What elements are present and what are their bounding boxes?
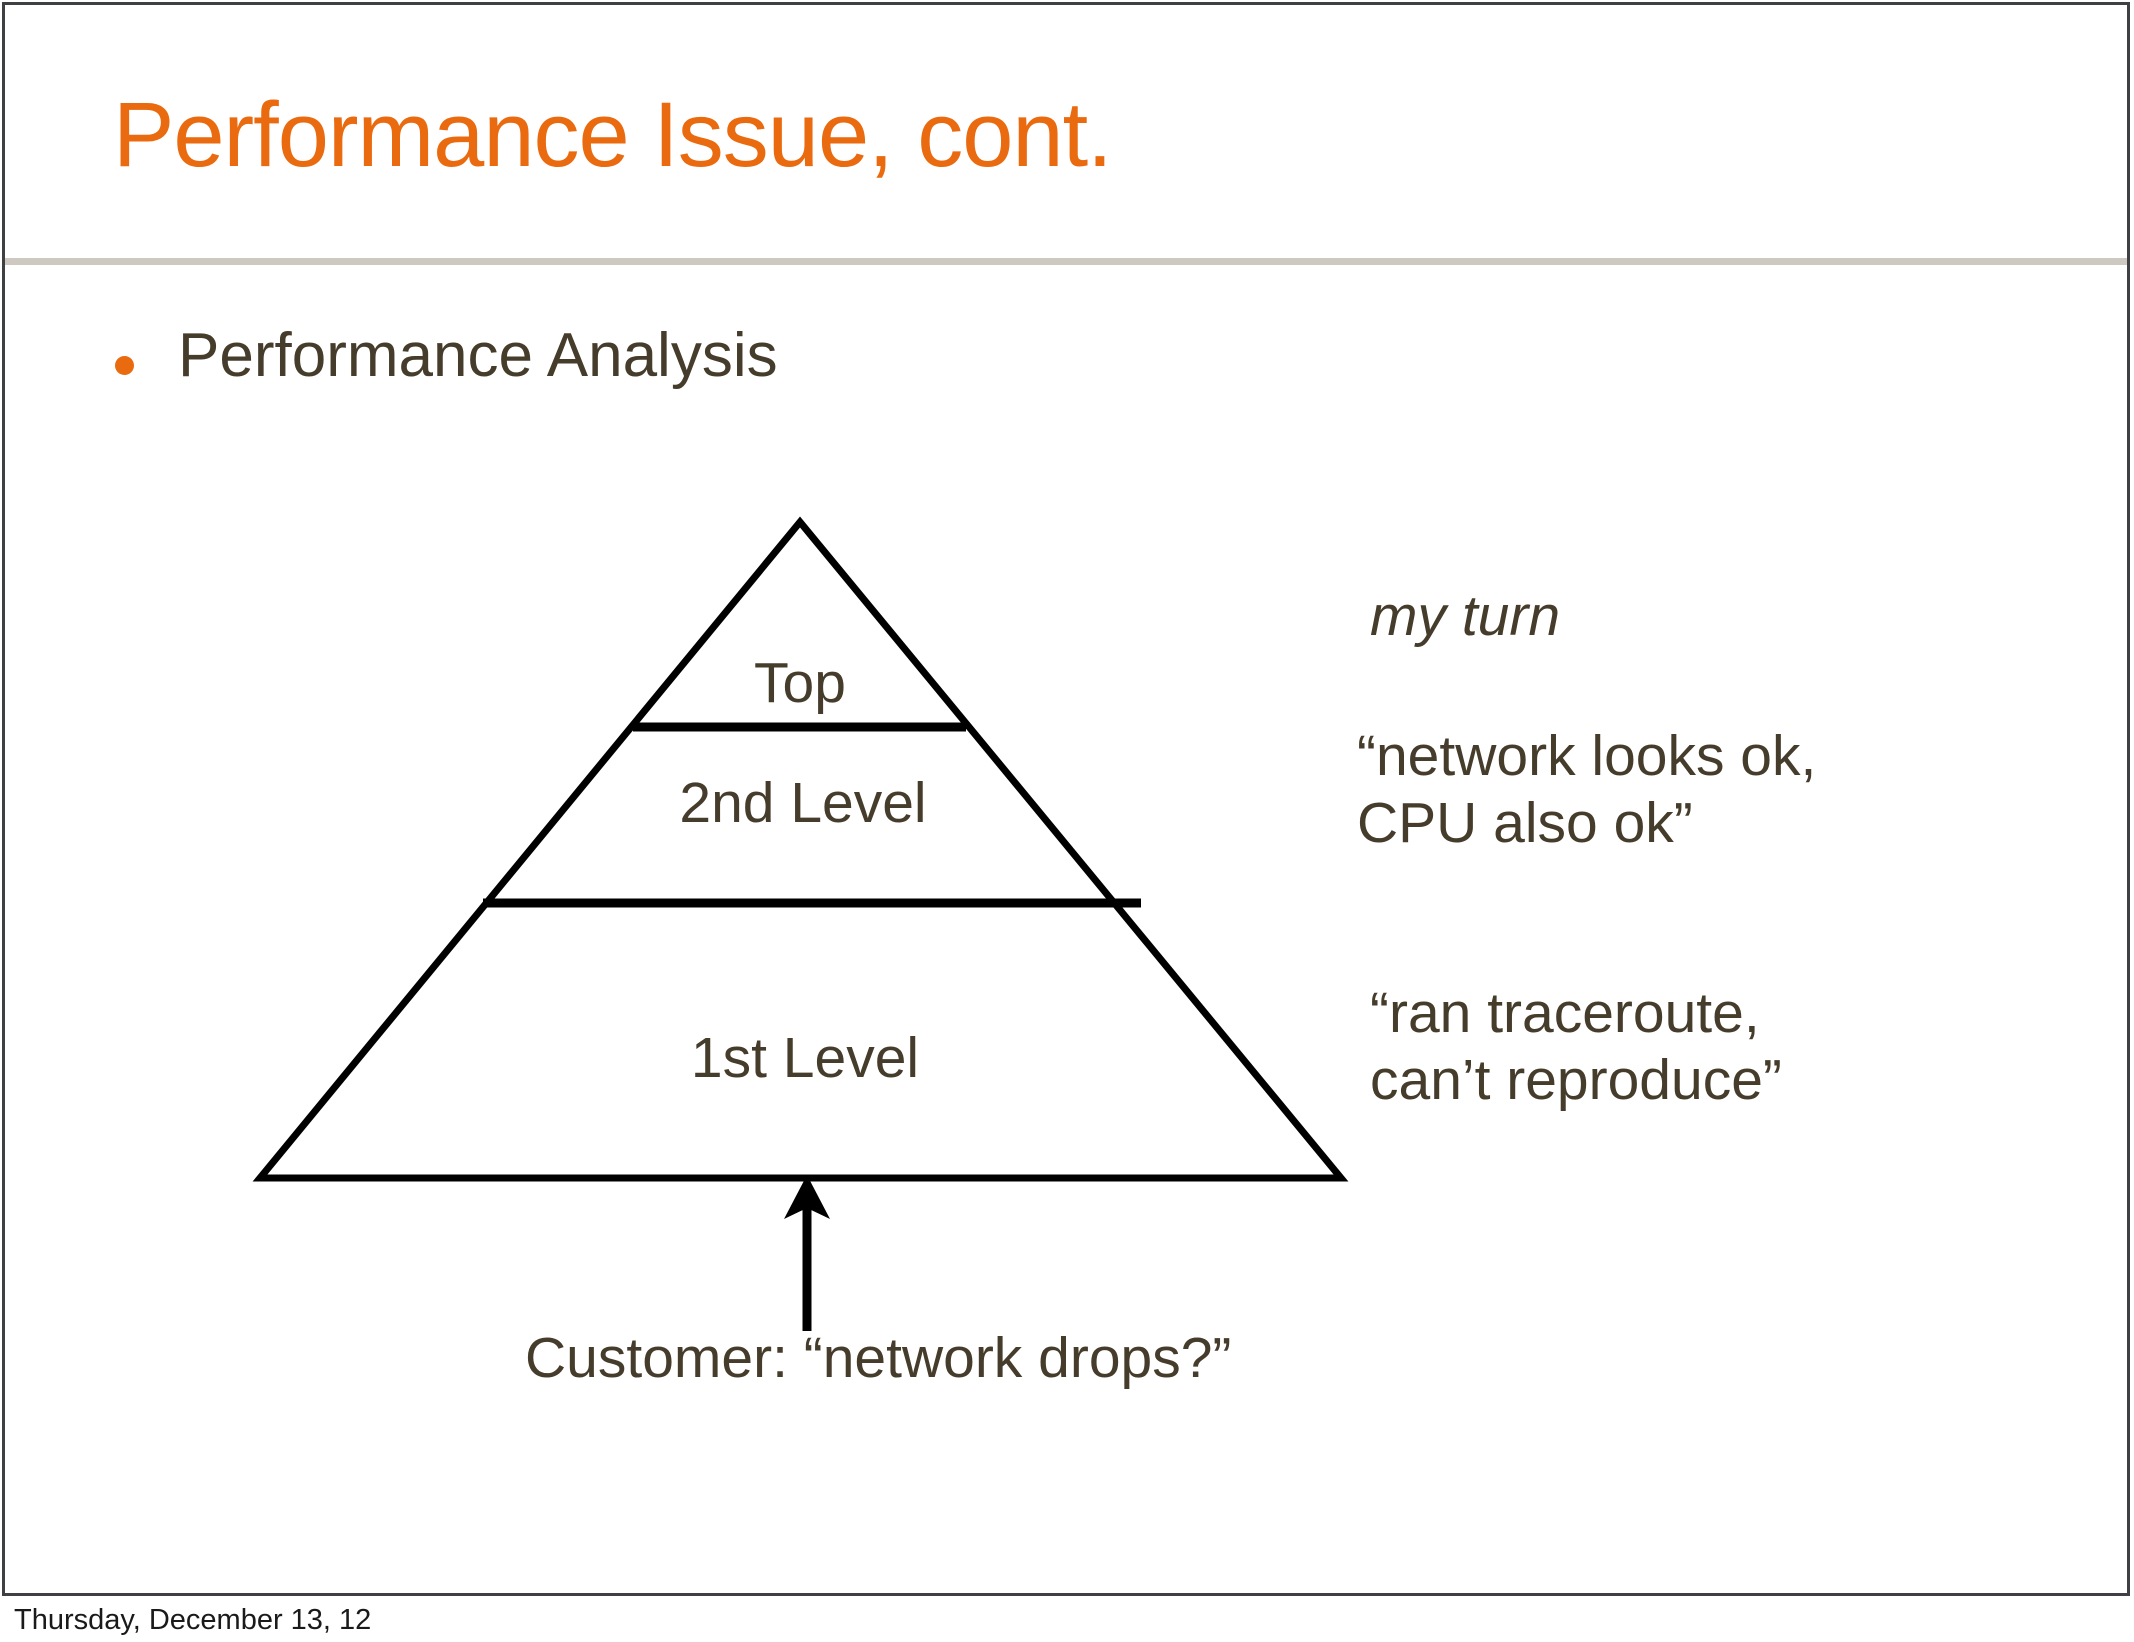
slide-title-band: Performance Issue, cont. [5,5,2127,257]
pyramid-diagram: Top 2nd Level 1st Level [235,500,1395,1220]
footer-date: Thursday, December 13, 12 [14,1604,372,1636]
title-divider-rule [5,258,2127,265]
bullet-dot-icon [115,356,134,375]
page-title: Performance Issue, cont. [113,84,1113,186]
pyramid-outline-shape [252,516,1349,1182]
pyramid-level-label-1st: 1st Level [690,1026,920,1090]
bullet-item-label: Performance Analysis [178,321,778,390]
annotation-second-level-quote: “network looks ok, CPU also ok” [1357,724,1817,856]
upward-arrow-icon [784,1175,830,1331]
annotation-first-level-quote: “ran traceroute, can’t reproduce” [1370,981,1782,1113]
pyramid-level-label-2nd: 2nd Level [679,771,927,835]
slide-canvas: Performance Issue, cont. Performance Ana… [2,2,2130,1596]
bullet-list-item: Performance Analysis [115,323,778,388]
annotation-my-turn: my turn [1370,584,1561,648]
pyramid-level-label-top: Top [754,651,846,715]
customer-caption: Customer: “network drops?” [525,1326,1232,1390]
